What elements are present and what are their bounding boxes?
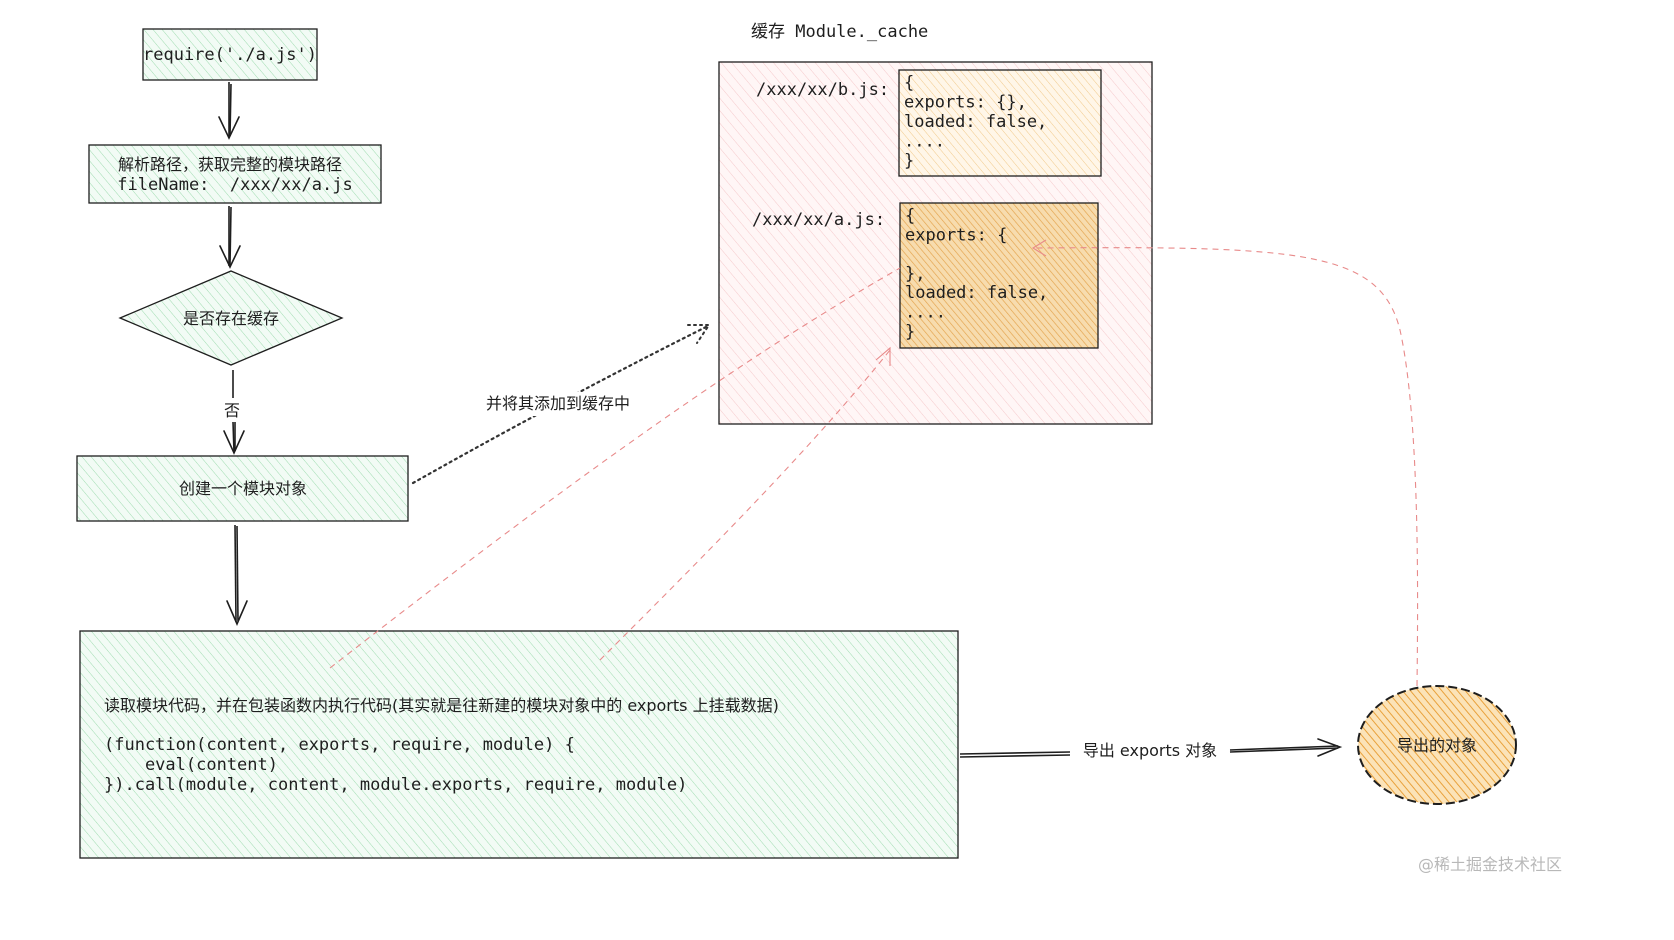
cache-check-label: 是否存在缓存 — [183, 309, 279, 328]
arrow-export: 导出 exports 对象 — [959, 738, 1343, 760]
execute-code-node: 读取模块代码，并在包装函数内执行代码(其实就是往新建的模块对象中的 export… — [79, 630, 959, 859]
no-branch-label: 否 — [224, 401, 240, 420]
cache-b-path: /xxx/xx/b.js: — [756, 80, 889, 100]
require-node: require('./a.js') — [142, 28, 318, 81]
execute-code-line3: eval(content) — [104, 755, 278, 775]
red-dashed-links — [329, 239, 1419, 687]
arrow-resolve-to-cache-check — [219, 206, 241, 269]
cache-entry-line: loaded: false, — [904, 112, 1047, 132]
cache-entry-line: exports: { — [905, 225, 1007, 245]
execute-code-line2: (function(content, exports, require, mod… — [104, 735, 575, 755]
cache-a-path: /xxx/xx/a.js: — [752, 210, 885, 230]
cache-b-lines: { exports: {}, loaded: false, ....} — [904, 73, 1047, 171]
execute-code-line4: }).call(module, content, module.exports,… — [104, 775, 687, 795]
cache-check-node: 是否存在缓存 — [118, 270, 344, 366]
cache-entry-line: exports: {}, — [904, 93, 1027, 113]
cache-entry-line: .... — [904, 132, 945, 152]
resolve-path-line2: fileName: /xxx/xx/a.js — [117, 175, 352, 195]
cache-entry-line: } — [904, 151, 914, 171]
exported-object-label: 导出的对象 — [1397, 736, 1477, 755]
arrow-require-to-resolve — [218, 82, 240, 140]
cache-entry-line: { — [904, 73, 914, 93]
arrow-cache-check-no: 否 — [223, 370, 245, 455]
execute-code-line1: 读取模块代码，并在包装函数内执行代码(其实就是往新建的模块对象中的 export… — [104, 696, 779, 715]
create-module-label: 创建一个模块对象 — [179, 479, 307, 498]
create-module-node: 创建一个模块对象 — [76, 455, 409, 522]
cache-entry-line: { — [905, 206, 915, 226]
cache-b-entry — [898, 69, 1102, 177]
cache-a-lines: { exports: { }, loaded: false, ....} — [905, 206, 1048, 342]
cache-title: 缓存 Module._cache — [751, 22, 928, 42]
arrow-add-to-cache: 并将其添加到缓存中 — [411, 324, 711, 485]
export-label: 导出 exports 对象 — [1083, 741, 1217, 760]
cache-entry-line: }, — [905, 264, 925, 284]
resolve-path-line1: 解析路径，获取完整的模块路径 — [118, 155, 342, 174]
watermark: @稀土掘金技术社区 — [1418, 855, 1562, 874]
require-node-label: require('./a.js') — [143, 45, 317, 65]
cache-a-entry — [899, 202, 1099, 349]
exported-object-node: 导出的对象 — [1357, 685, 1517, 805]
resolve-path-node: 解析路径，获取完整的模块路径 fileName: /xxx/xx/a.js — [88, 144, 382, 204]
cache-panel: 缓存 Module._cache /xxx/xx/b.js: { exports… — [718, 22, 1153, 425]
cache-entry-line: .... — [905, 303, 946, 323]
cache-entry-line: loaded: false, — [905, 283, 1048, 303]
arrow-create-to-execute — [226, 524, 248, 627]
cache-entry-line: } — [905, 322, 915, 342]
add-to-cache-label: 并将其添加到缓存中 — [486, 394, 630, 413]
